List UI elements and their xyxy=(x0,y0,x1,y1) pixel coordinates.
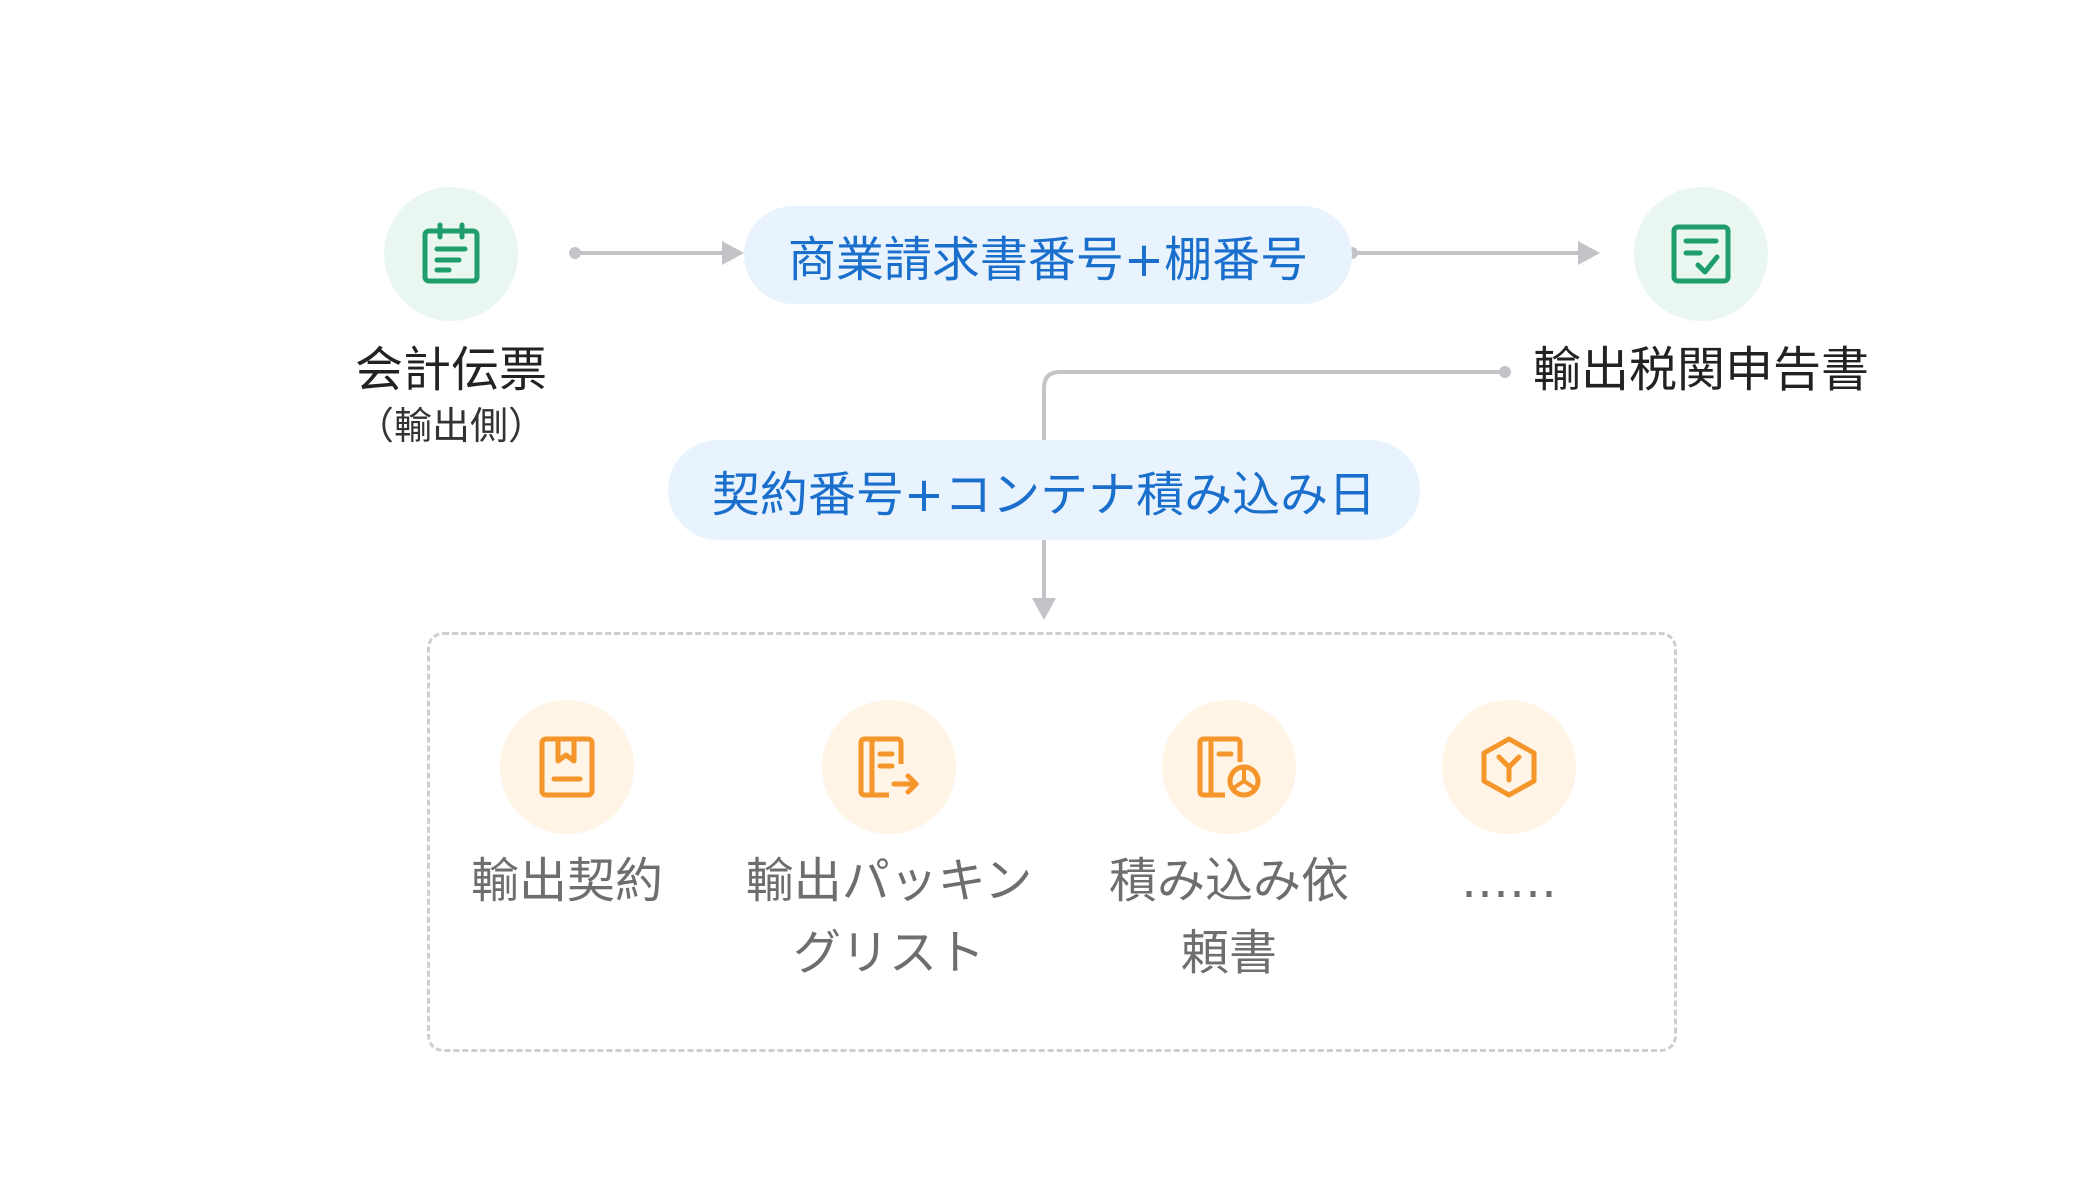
doc-more-label: …… xyxy=(1359,845,1659,917)
source-node-sublabel: （輸出側） xyxy=(355,404,546,448)
list-export-icon xyxy=(858,736,919,798)
document-steering-wheel-icon xyxy=(1197,736,1261,798)
doc-packing-list-circle xyxy=(822,700,956,834)
doc-export-contract-circle xyxy=(500,700,634,834)
secondary-key-pill: 契約番号+コンテナ積み込み日 xyxy=(668,440,1420,540)
related-documents-group xyxy=(427,632,1677,1052)
source-node-circle xyxy=(384,187,518,321)
checked-document-icon xyxy=(1671,224,1731,284)
doc-packing-list-label: 輸出パッキン グリスト xyxy=(739,845,1039,989)
hexagon-y-icon xyxy=(1481,736,1537,798)
doc-loading-request-circle xyxy=(1162,700,1296,834)
doc-label-line: …… xyxy=(1461,853,1557,909)
arrow-target-to-documents xyxy=(1032,366,1511,620)
arrow-source-to-key xyxy=(569,241,744,265)
doc-label-line: グリスト xyxy=(792,925,985,981)
doc-label-line: 輸出パッキン xyxy=(745,853,1033,909)
target-node-label: 輸出税関申告書 xyxy=(1532,342,1869,398)
calendar-icon xyxy=(422,222,480,284)
doc-label-line: 輸出契約 xyxy=(470,853,663,909)
doc-loading-request-label: 積み込み依 頼書 xyxy=(1079,845,1379,989)
bookmark-document-icon xyxy=(539,736,595,798)
primary-key-pill: 商業請求書番号+棚番号 xyxy=(744,206,1352,304)
source-node-label: 会計伝票 xyxy=(354,342,547,398)
doc-export-contract-label: 輸出契約 xyxy=(417,845,717,917)
doc-label-line: 積み込み依 xyxy=(1108,853,1349,909)
arrow-key-to-target xyxy=(1346,241,1600,265)
doc-label-line: 頼書 xyxy=(1180,925,1277,981)
doc-more-circle xyxy=(1442,700,1576,834)
target-node-circle xyxy=(1634,187,1768,321)
